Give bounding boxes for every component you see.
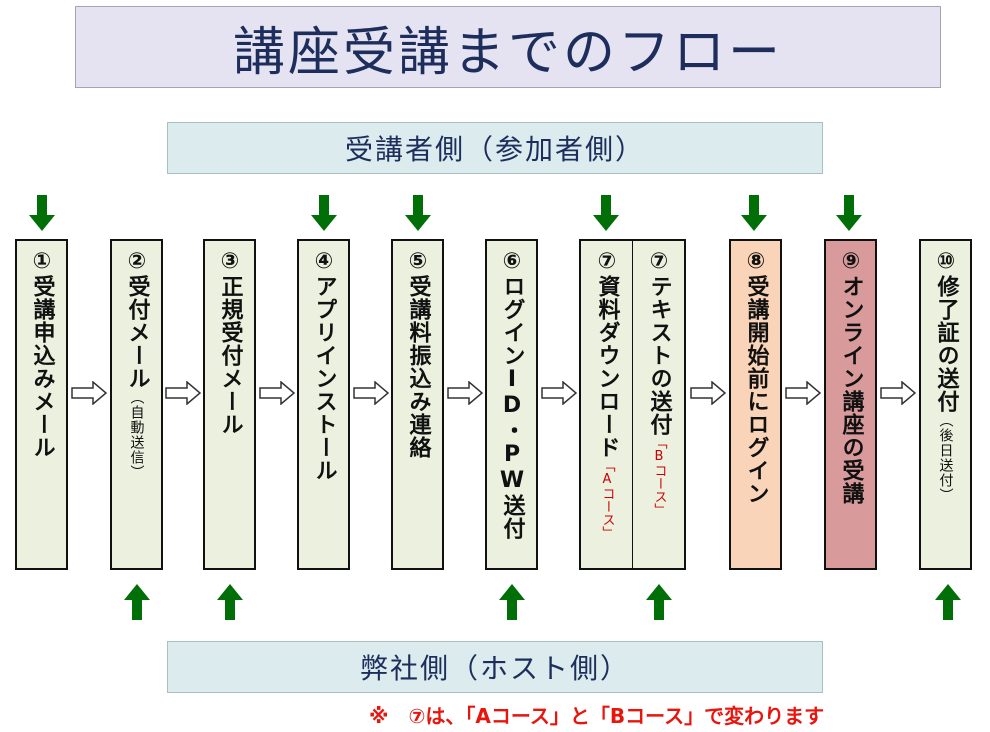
right-arrow-icon: [690, 381, 726, 405]
step-9-label: ⑨オンライン講座の受講: [838, 249, 864, 505]
step-7a-course: 「Aコース」: [599, 459, 615, 539]
step-7b-text: ⑦テキストの送付「Bコース」: [643, 249, 675, 516]
up-arrow-icon: [935, 584, 961, 620]
step-6-box: ⑥ログインID・PW送付: [485, 239, 538, 570]
step-2-text: ②受付メール（自動送信）: [121, 249, 153, 480]
down-arrow-icon: [311, 195, 337, 231]
right-arrow-icon: [785, 381, 821, 405]
step-10-box: ⑩修了証の送付（後日送付）: [919, 239, 972, 570]
step-7-box: ⑦資料ダウンロード「Aコース」 ⑦テキストの送付「Bコース」: [579, 239, 686, 570]
step-5-label: ⑤受講料振込み連絡: [405, 249, 431, 459]
course-note: ※ ⑦は、「Aコース」と「Bコース」で変わります: [369, 704, 825, 728]
step-1-box: ①受講申込みメール: [15, 239, 68, 570]
step-1-label: ①受講申込みメール: [29, 249, 55, 459]
down-arrow-icon: [405, 195, 431, 231]
step-10-sub: （後日送付）: [937, 413, 954, 503]
down-arrow-icon: [593, 195, 619, 231]
right-arrow-icon: [165, 381, 201, 405]
step-8-label: ⑧受講開始前にログイン: [743, 249, 769, 505]
step-8-box: ⑧受講開始前にログイン: [729, 239, 782, 570]
step-2-sub: （自動送信）: [128, 390, 145, 480]
step-7a-cell: ⑦資料ダウンロード「Aコース」: [581, 241, 632, 568]
step-7a-label: ⑦資料ダウンロード: [594, 249, 620, 459]
step-10-text: ⑩修了証の送付（後日送付）: [930, 249, 962, 503]
step-5-box: ⑤受講料振込み連絡: [391, 239, 444, 570]
right-arrow-icon: [353, 381, 389, 405]
up-arrow-icon: [217, 584, 243, 620]
step-2-box: ②受付メール（自動送信）: [110, 239, 163, 570]
step-7b-course: 「Bコース」: [651, 436, 667, 516]
step-3-label: ③正規受付メール: [217, 249, 243, 436]
participant-side-band: 受講者側（参加者側）: [167, 122, 823, 174]
step-9-box: ⑨オンライン講座の受講: [824, 239, 877, 570]
right-arrow-icon: [71, 381, 107, 405]
right-arrow-icon: [447, 381, 483, 405]
up-arrow-icon: [124, 584, 150, 620]
up-arrow-icon: [499, 584, 525, 620]
step-6-label: ⑥ログインID・PW送付: [499, 249, 525, 540]
down-arrow-icon: [29, 195, 55, 231]
page-title: 講座受講までのフロー: [75, 6, 941, 88]
step-7b-label: ⑦テキストの送付: [646, 249, 672, 436]
step-7b-cell: ⑦テキストの送付「Bコース」: [632, 241, 684, 568]
step-7a-text: ⑦資料ダウンロード「Aコース」: [591, 249, 623, 539]
down-arrow-icon: [741, 195, 767, 231]
step-10-label: ⑩修了証の送付: [933, 249, 959, 413]
right-arrow-icon: [880, 381, 916, 405]
up-arrow-icon: [646, 584, 672, 620]
down-arrow-icon: [836, 195, 862, 231]
step-3-box: ③正規受付メール: [203, 239, 256, 570]
step-4-box: ④アプリインストール: [297, 239, 350, 570]
right-arrow-icon: [259, 381, 295, 405]
step-2-label: ②受付メール: [124, 249, 150, 390]
step-4-label: ④アプリインストール: [311, 249, 337, 482]
host-side-band: 弊社側（ホスト側）: [167, 641, 823, 693]
right-arrow-icon: [541, 381, 577, 405]
